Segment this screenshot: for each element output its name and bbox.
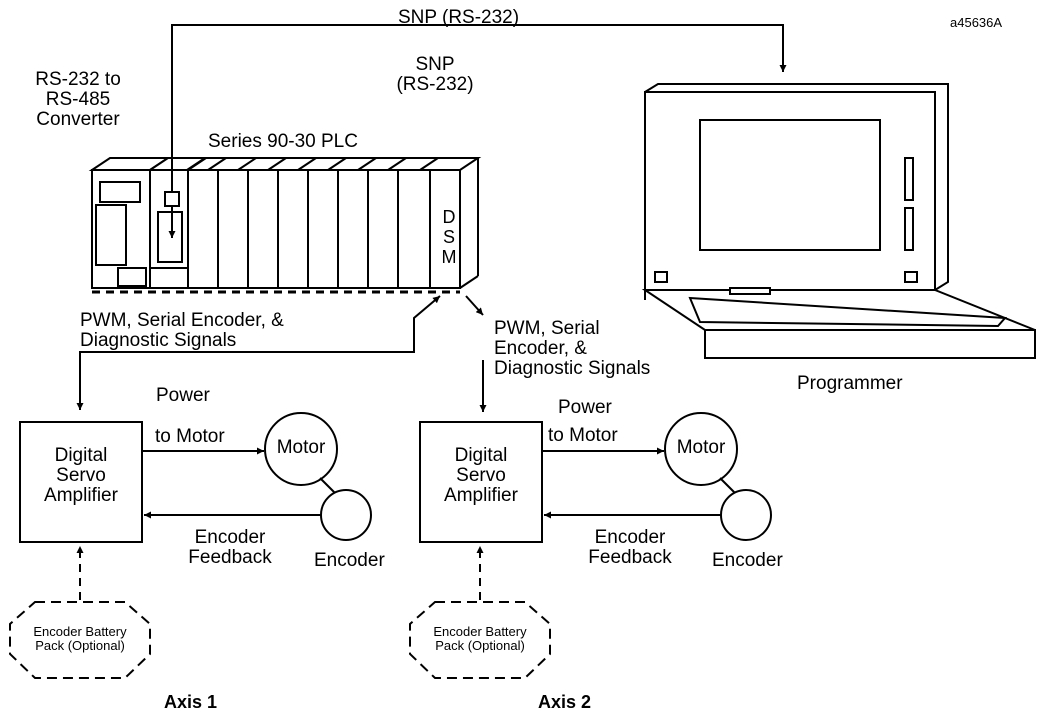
snp-top-label: SNP (RS-232) [398, 7, 520, 28]
amplifier-box-2 [419, 421, 543, 543]
snp-cables [168, 24, 787, 238]
motor-circle-1 [264, 412, 338, 486]
plc-rack [88, 157, 482, 294]
axis-1-label: Axis 1 [164, 692, 218, 712]
plc-title: Series 90-30 PLC [208, 131, 358, 152]
laptop-programmer [641, 83, 1036, 359]
encoder-circle-1 [320, 489, 372, 541]
amplifier-box-1 [19, 421, 143, 543]
axis-2-hardware [409, 412, 772, 679]
plc-slots [184, 157, 482, 289]
amplifier-label-2: Digital Servo Amplifier [444, 445, 518, 506]
battery-label-1: Encoder Battery Pack (Optional) [33, 624, 127, 653]
motor-circle-2 [664, 412, 738, 486]
encoder-circle-2 [720, 489, 772, 541]
power-label-2: Power [558, 397, 612, 418]
dsm-label: D S M [441, 207, 457, 267]
axis-2-label: Axis 2 [538, 692, 592, 712]
battery-pack-1 [9, 601, 151, 679]
battery-label-2: Encoder Battery Pack (Optional) [433, 624, 527, 653]
motor-label-2: Motor [676, 437, 726, 458]
signals-left-label: PWM, Serial Encoder, & Diagnostic Signal… [80, 310, 284, 351]
to-motor-label-1: to Motor [155, 426, 225, 447]
encoder-label-1: Encoder [314, 550, 385, 571]
battery-pack-2 [409, 601, 551, 679]
amplifier-label-1: Digital Servo Amplifier [44, 445, 118, 506]
figure-id: a45636A [950, 15, 1003, 30]
programmer-label: Programmer [797, 373, 903, 394]
power-label-1: Power [156, 385, 210, 406]
feedback-label-1: Encoder Feedback [188, 527, 272, 568]
encoder-label-2: Encoder [712, 550, 783, 571]
dsm-cables [76, 295, 487, 412]
converter-box [164, 191, 180, 207]
axis-1-hardware [9, 412, 372, 679]
converter-label: RS-232 to RS-485 Converter [35, 69, 121, 130]
to-motor-label-2: to Motor [548, 425, 618, 446]
motor-label-1: Motor [276, 437, 326, 458]
feedback-label-2: Encoder Feedback [588, 527, 672, 568]
snp-side-label: SNP (RS-232) [396, 54, 474, 95]
signals-right-label: PWM, Serial Encoder, & Diagnostic Signal… [494, 318, 651, 379]
